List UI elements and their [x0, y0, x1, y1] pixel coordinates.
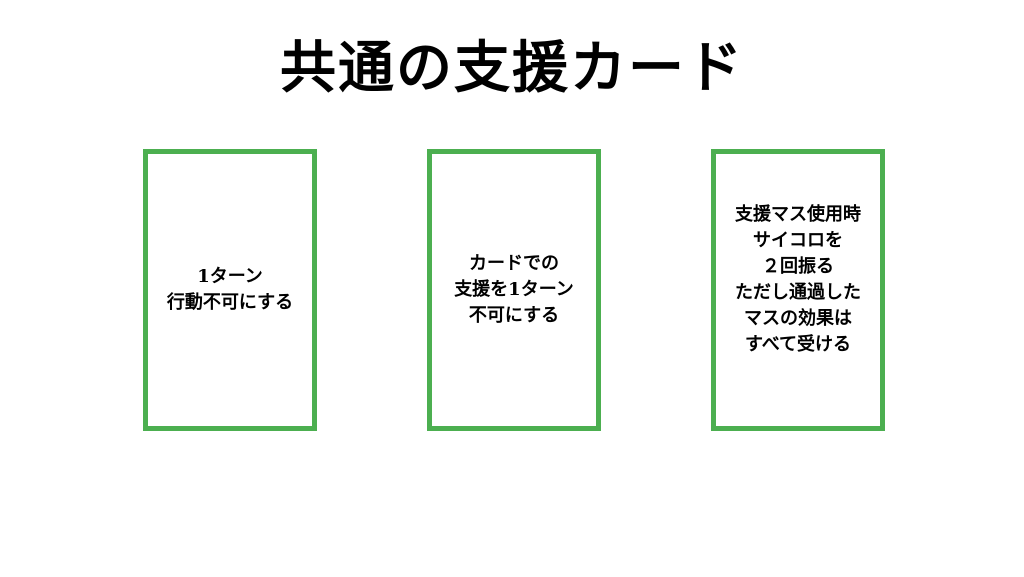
support-card-2: カードでの 支援を1ターン 不可にする	[427, 149, 601, 431]
support-card-3-text: 支援マス使用時 サイコロを ２回振る ただし通過した マスの効果は すべて受ける	[735, 204, 861, 355]
support-card-2-text: カードでの 支援を1ターン 不可にする	[454, 253, 574, 326]
page-title: 共通の支援カード	[280, 35, 744, 101]
support-card-1-text: 1ターン 行動不可にする	[166, 266, 294, 313]
support-card-3: 支援マス使用時 サイコロを ２回振る ただし通過した マスの効果は すべて受ける	[711, 149, 885, 431]
support-card-1: 1ターン 行動不可にする	[143, 149, 317, 431]
